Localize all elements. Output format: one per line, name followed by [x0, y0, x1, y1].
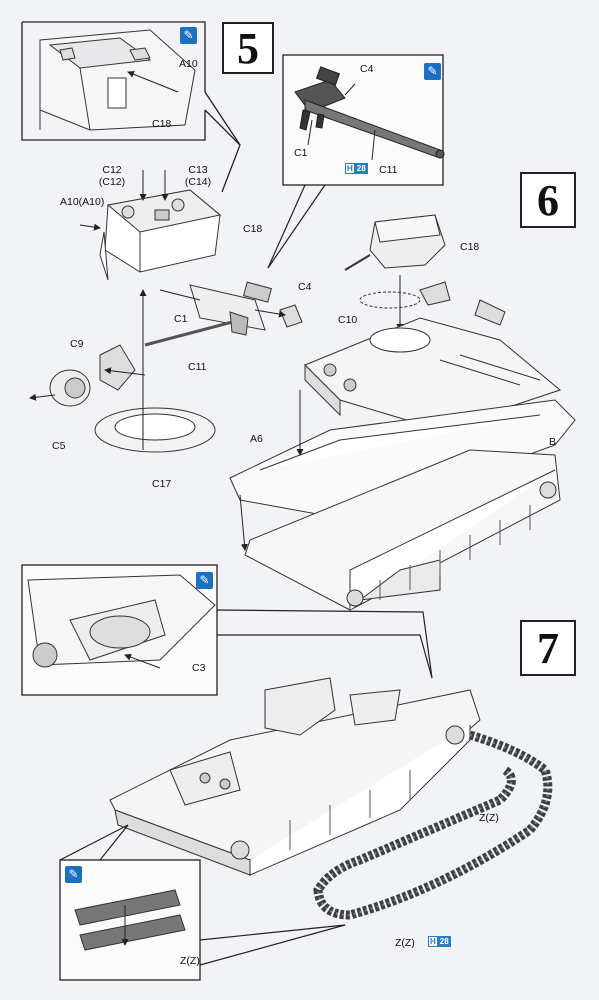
paintbrush-icon: ✎: [424, 63, 441, 80]
step7-inset-drawing: [27, 574, 216, 669]
step6-drawing: [229, 214, 576, 611]
step7-vehicle-drawing: [109, 677, 481, 876]
step5-inset-drawing: [39, 29, 196, 131]
label-c5: C5: [52, 440, 66, 452]
label-gun-c1: C1: [294, 147, 308, 159]
step-number-6: 6: [520, 172, 576, 228]
label-c13: C13 (C14): [184, 164, 212, 189]
label-c18-inset: C18: [152, 118, 172, 130]
track-link-drawing: [74, 889, 186, 951]
step-number-5: 5: [222, 22, 274, 74]
label-c3: C3: [192, 662, 206, 674]
label-b: B: [549, 436, 557, 448]
step-number-7: 7: [520, 620, 576, 676]
gun-inset-drawing: [294, 66, 445, 161]
label-a6: A6: [250, 433, 263, 445]
label-a10: A10(A10): [60, 196, 105, 208]
label-c1: C1: [174, 313, 188, 325]
label-gun-c11: C11: [379, 164, 398, 176]
label-c18: C18: [243, 223, 263, 235]
label-gun-c4: C4: [360, 63, 374, 75]
label-c12: C12 (C12): [98, 164, 126, 189]
label-bottom-zz: Z(Z): [395, 937, 415, 949]
label-a10-inset: A10: [179, 58, 198, 70]
label-c4: C4: [298, 281, 312, 293]
step5-callout: [22, 21, 241, 193]
label-link-zz: Z(Z): [180, 955, 200, 967]
label-track-zz: Z(Z): [479, 812, 499, 824]
paintbrush-icon: ✎: [196, 572, 213, 589]
label-c17: C17: [152, 478, 172, 490]
step5-main-drawing: [29, 170, 303, 453]
paintbrush-icon: ✎: [180, 27, 197, 44]
paintbrush-icon: ✎: [65, 866, 82, 883]
label-c9: C9: [70, 338, 84, 350]
label-c10: C10: [338, 314, 358, 326]
label-turret-c18: C18: [460, 241, 480, 253]
label-c11: C11: [188, 361, 207, 373]
